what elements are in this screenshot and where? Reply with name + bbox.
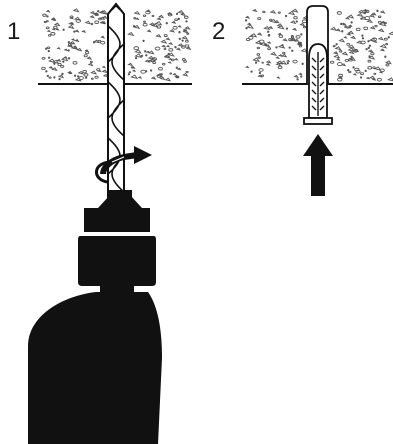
panel-1-drilling xyxy=(28,2,192,444)
step-number-1: 1 xyxy=(7,18,21,45)
drill-chuck-icon xyxy=(78,190,156,286)
insert-arrow-icon xyxy=(303,134,333,196)
wall-gravel-texture xyxy=(244,8,393,82)
panel-2-insert-plug xyxy=(242,5,393,196)
drill-body-icon xyxy=(28,284,162,444)
step-number-2: 2 xyxy=(212,18,226,45)
wall-gravel-texture xyxy=(41,8,192,82)
rotation-arrow-icon xyxy=(95,146,152,184)
wall-plug-icon xyxy=(303,43,333,125)
drill-bit-icon xyxy=(107,2,125,211)
